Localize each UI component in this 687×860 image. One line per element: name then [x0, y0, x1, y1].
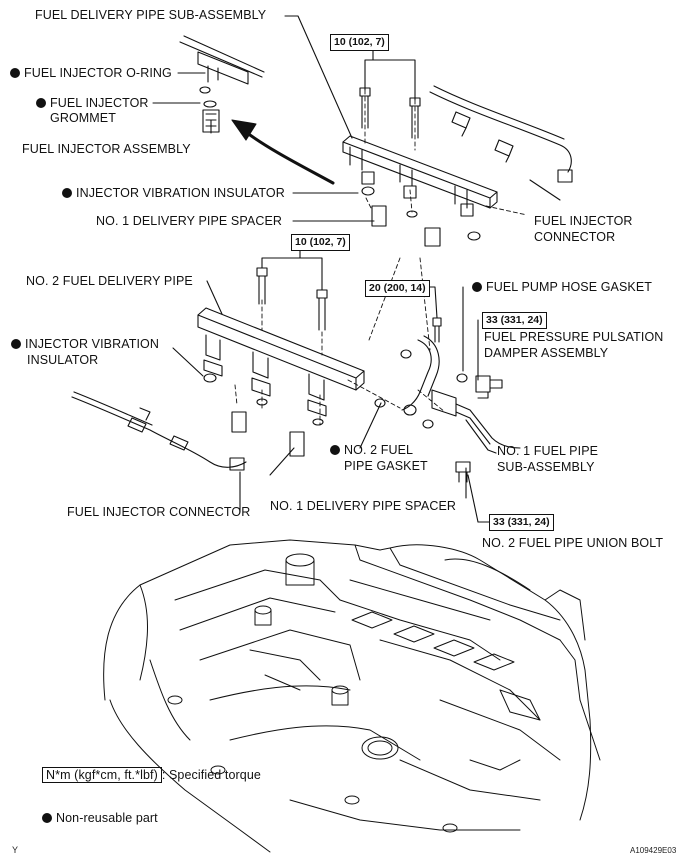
label-no1-fuel-pipe-sub-assembly-line2: SUB-ASSEMBLY — [497, 460, 595, 474]
label-fuel-pump-hose-gasket: FUEL PUMP HOSE GASKET — [472, 280, 652, 295]
nonreusable-dot-icon — [472, 282, 482, 292]
corner-mark-left: Y — [12, 845, 19, 855]
label-injector-vibration-insulator-left: INJECTOR VIBRATION — [11, 337, 159, 352]
torque-damper: 33 (331, 24) — [482, 312, 547, 329]
label-fuel-injector-grommet-line2: GROMMET — [50, 111, 116, 125]
torque-top-bolts: 10 (102, 7) — [330, 34, 389, 51]
figure-code: A109429E03 — [630, 846, 677, 855]
engine-block-outline — [103, 539, 601, 853]
nonreusable-dot-icon — [36, 98, 46, 108]
torque-union-bolt: 33 (331, 24) — [489, 514, 554, 531]
label-fuel-injector-connector-left: FUEL INJECTOR CONNECTOR — [67, 505, 251, 519]
label-injector-vibration-insulator-top: INJECTOR VIBRATION INSULATOR — [62, 186, 285, 201]
lower-wire-harness — [71, 391, 247, 471]
label-fuel-pressure-pulsation: FUEL PRESSURE PULSATION — [484, 330, 664, 344]
torque-pipe-bolt: 20 (200, 14) — [365, 280, 430, 297]
label-no2-fuel-pipe-gasket: NO. 2 FUEL — [330, 443, 413, 458]
legend-specified-torque: N*m (kgf*cm, ft.*lbf): Specified torque — [42, 767, 261, 783]
nonreusable-dot-icon — [10, 68, 20, 78]
nonreusable-dot-icon — [42, 813, 52, 823]
no1-fuel-pipe — [374, 317, 521, 483]
label-fuel-injector-connector-right: FUEL INJECTOR — [534, 214, 633, 228]
leader-lines — [152, 15, 561, 523]
nonreusable-dot-icon — [11, 339, 21, 349]
label-no2-fuel-pipe-gasket-line2: PIPE GASKET — [344, 459, 428, 473]
label-fuel-injector-grommet: FUEL INJECTOR — [36, 96, 149, 111]
label-no2-fuel-delivery-pipe: NO. 2 FUEL DELIVERY PIPE — [26, 274, 193, 288]
label-fuel-injector-o-ring: FUEL INJECTOR O-RING — [10, 66, 172, 81]
label-no1-delivery-pipe-spacer-bottom: NO. 1 DELIVERY PIPE SPACER — [270, 499, 457, 513]
torque-middle-bolts: 10 (102, 7) — [291, 234, 350, 251]
pulsation-damper — [456, 373, 503, 399]
label-fuel-pressure-pulsation-line2: DAMPER ASSEMBLY — [484, 346, 609, 360]
label-no2-fuel-pipe-union-bolt: NO. 2 FUEL PIPE UNION BOLT — [482, 536, 664, 550]
nonreusable-dot-icon — [330, 445, 340, 455]
legend-nonreusable-part: Non-reusable part — [42, 811, 158, 826]
label-fuel-delivery-pipe-sub-assembly: FUEL DELIVERY PIPE SUB-ASSEMBLY — [35, 8, 267, 22]
no2-delivery-pipe — [197, 267, 365, 457]
injector-detail-inset — [179, 35, 265, 133]
upper-delivery-pipe — [342, 87, 498, 247]
upper-wire-harness — [429, 85, 573, 183]
label-no1-delivery-pipe-spacer-top: NO. 1 DELIVERY PIPE SPACER — [96, 214, 283, 228]
label-fuel-injector-connector-right-line2: CONNECTOR — [534, 230, 616, 244]
direction-arrow — [231, 119, 335, 185]
label-fuel-injector-assembly: FUEL INJECTOR ASSEMBLY — [22, 142, 191, 156]
label-no1-fuel-pipe-sub-assembly: NO. 1 FUEL PIPE — [497, 444, 599, 458]
legend-torque-unit-box: N*m (kgf*cm, ft.*lbf) — [42, 767, 162, 783]
nonreusable-dot-icon — [62, 188, 72, 198]
label-injector-vibration-insulator-left-line2: INSULATOR — [27, 353, 99, 367]
